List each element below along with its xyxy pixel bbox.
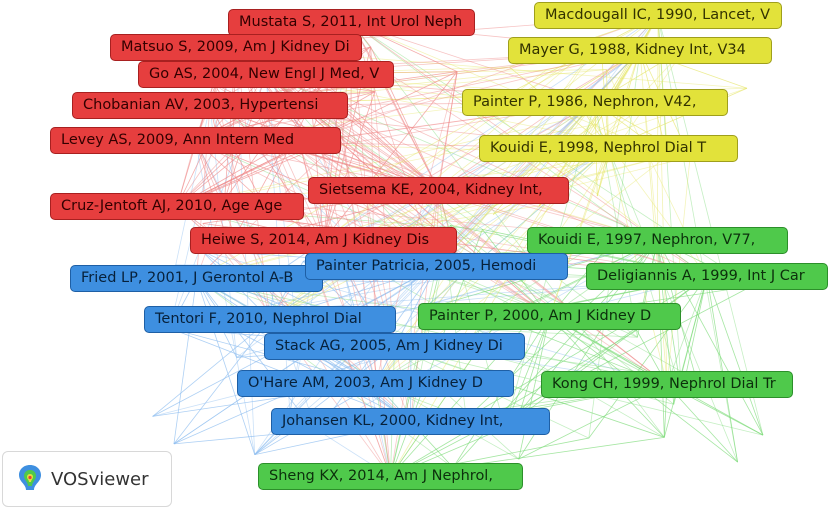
link-line [265,74,668,385]
node-painter-patricia-2005[interactable]: Painter Patricia, 2005, Hemodi [305,253,568,280]
link-line [196,155,668,279]
node-kouidi-1997[interactable]: Kouidi E, 1997, Nephron, V77, [527,227,788,254]
link-line [176,111,601,207]
link-line [308,15,659,142]
link-line [351,22,665,438]
link-line [596,50,641,197]
node-painter-2000[interactable]: Painter P, 2000, Am J Kidney D [418,303,681,330]
link-line [518,316,550,460]
node-heiwe-2014[interactable]: Heiwe S, 2014, Am J Kidney Dis [190,227,457,254]
link-line [196,156,691,279]
link-line [254,346,395,455]
node-matsuo-2009[interactable]: Matsuo S, 2009, Am J Kidney Di [110,34,362,61]
node-johansen-2000[interactable]: Johansen KL, 2000, Kidney Int, [271,408,550,435]
link-line [351,22,439,191]
node-tentori-2010[interactable]: Tentori F, 2010, Nephrol Dial [144,306,396,333]
link-line [338,102,439,191]
link-line [152,319,271,417]
node-ohare-2003[interactable]: O'Hare AM, 2003, Am J Kidney D [237,370,514,397]
link-line [438,50,641,191]
node-mustata-2011[interactable]: Mustata S, 2011, Int Urol Neph [228,9,475,36]
node-fried-2001[interactable]: Fried LP, 2001, J Gerontol A-B [70,265,323,292]
link-line [323,91,376,241]
link-line [196,278,317,434]
link-line [666,276,708,385]
link-line [196,278,668,385]
link-line [351,22,626,227]
link-line [323,38,601,241]
link-line [657,15,764,436]
link-line [706,276,738,463]
link-line [390,329,637,477]
link-line [519,316,550,412]
node-go-2004[interactable]: Go AS, 2004, New Engl J Med, V [138,61,394,88]
vosviewer-brand-label: VOSviewer [51,468,149,490]
node-kong-1999[interactable]: Kong CH, 1999, Nephrol Dial Tr [541,371,793,398]
link-line [196,278,256,455]
node-levey-2009[interactable]: Levey AS, 2009, Ann Intern Med [50,127,341,154]
link-line [706,276,764,436]
node-deligiannis-1999[interactable]: Deligiannis A, 1999, Int J Car [586,263,828,290]
node-chobanian-2003[interactable]: Chobanian AV, 2003, Hypertensi [72,92,348,119]
node-painter-1986[interactable]: Painter P, 1986, Nephron, V42, [462,89,728,116]
link-line [394,346,665,438]
link-line [588,276,708,439]
link-line [196,148,609,279]
node-mayer-1988[interactable]: Mayer G, 1988, Kidney Int, V34 [508,37,772,64]
node-cruz-jentoft-2010[interactable]: Cruz-Jentoft AJ, 2010, Age Age [50,193,304,220]
link-line [504,276,708,428]
link-line [657,15,683,395]
link-line [644,104,658,241]
node-sheng-2014[interactable]: Sheng KX, 2014, Am J Nephrol, [258,463,523,490]
link-line [301,150,708,277]
vosviewer-logo-icon [19,465,41,490]
node-kouidi-1998[interactable]: Kouidi E, 1998, Nephrol Dial T [479,135,738,162]
link-line [195,50,641,141]
vosviewer-badge: VOSviewer [2,451,172,507]
node-macdougall-1990[interactable]: Macdougall IC, 1990, Lancet, V [534,2,782,29]
node-sietsema-2004[interactable]: Sietsema KE, 2004, Kidney Int, [308,177,569,204]
node-stack-2005[interactable]: Stack AG, 2005, Am J Kidney Di [264,333,525,360]
